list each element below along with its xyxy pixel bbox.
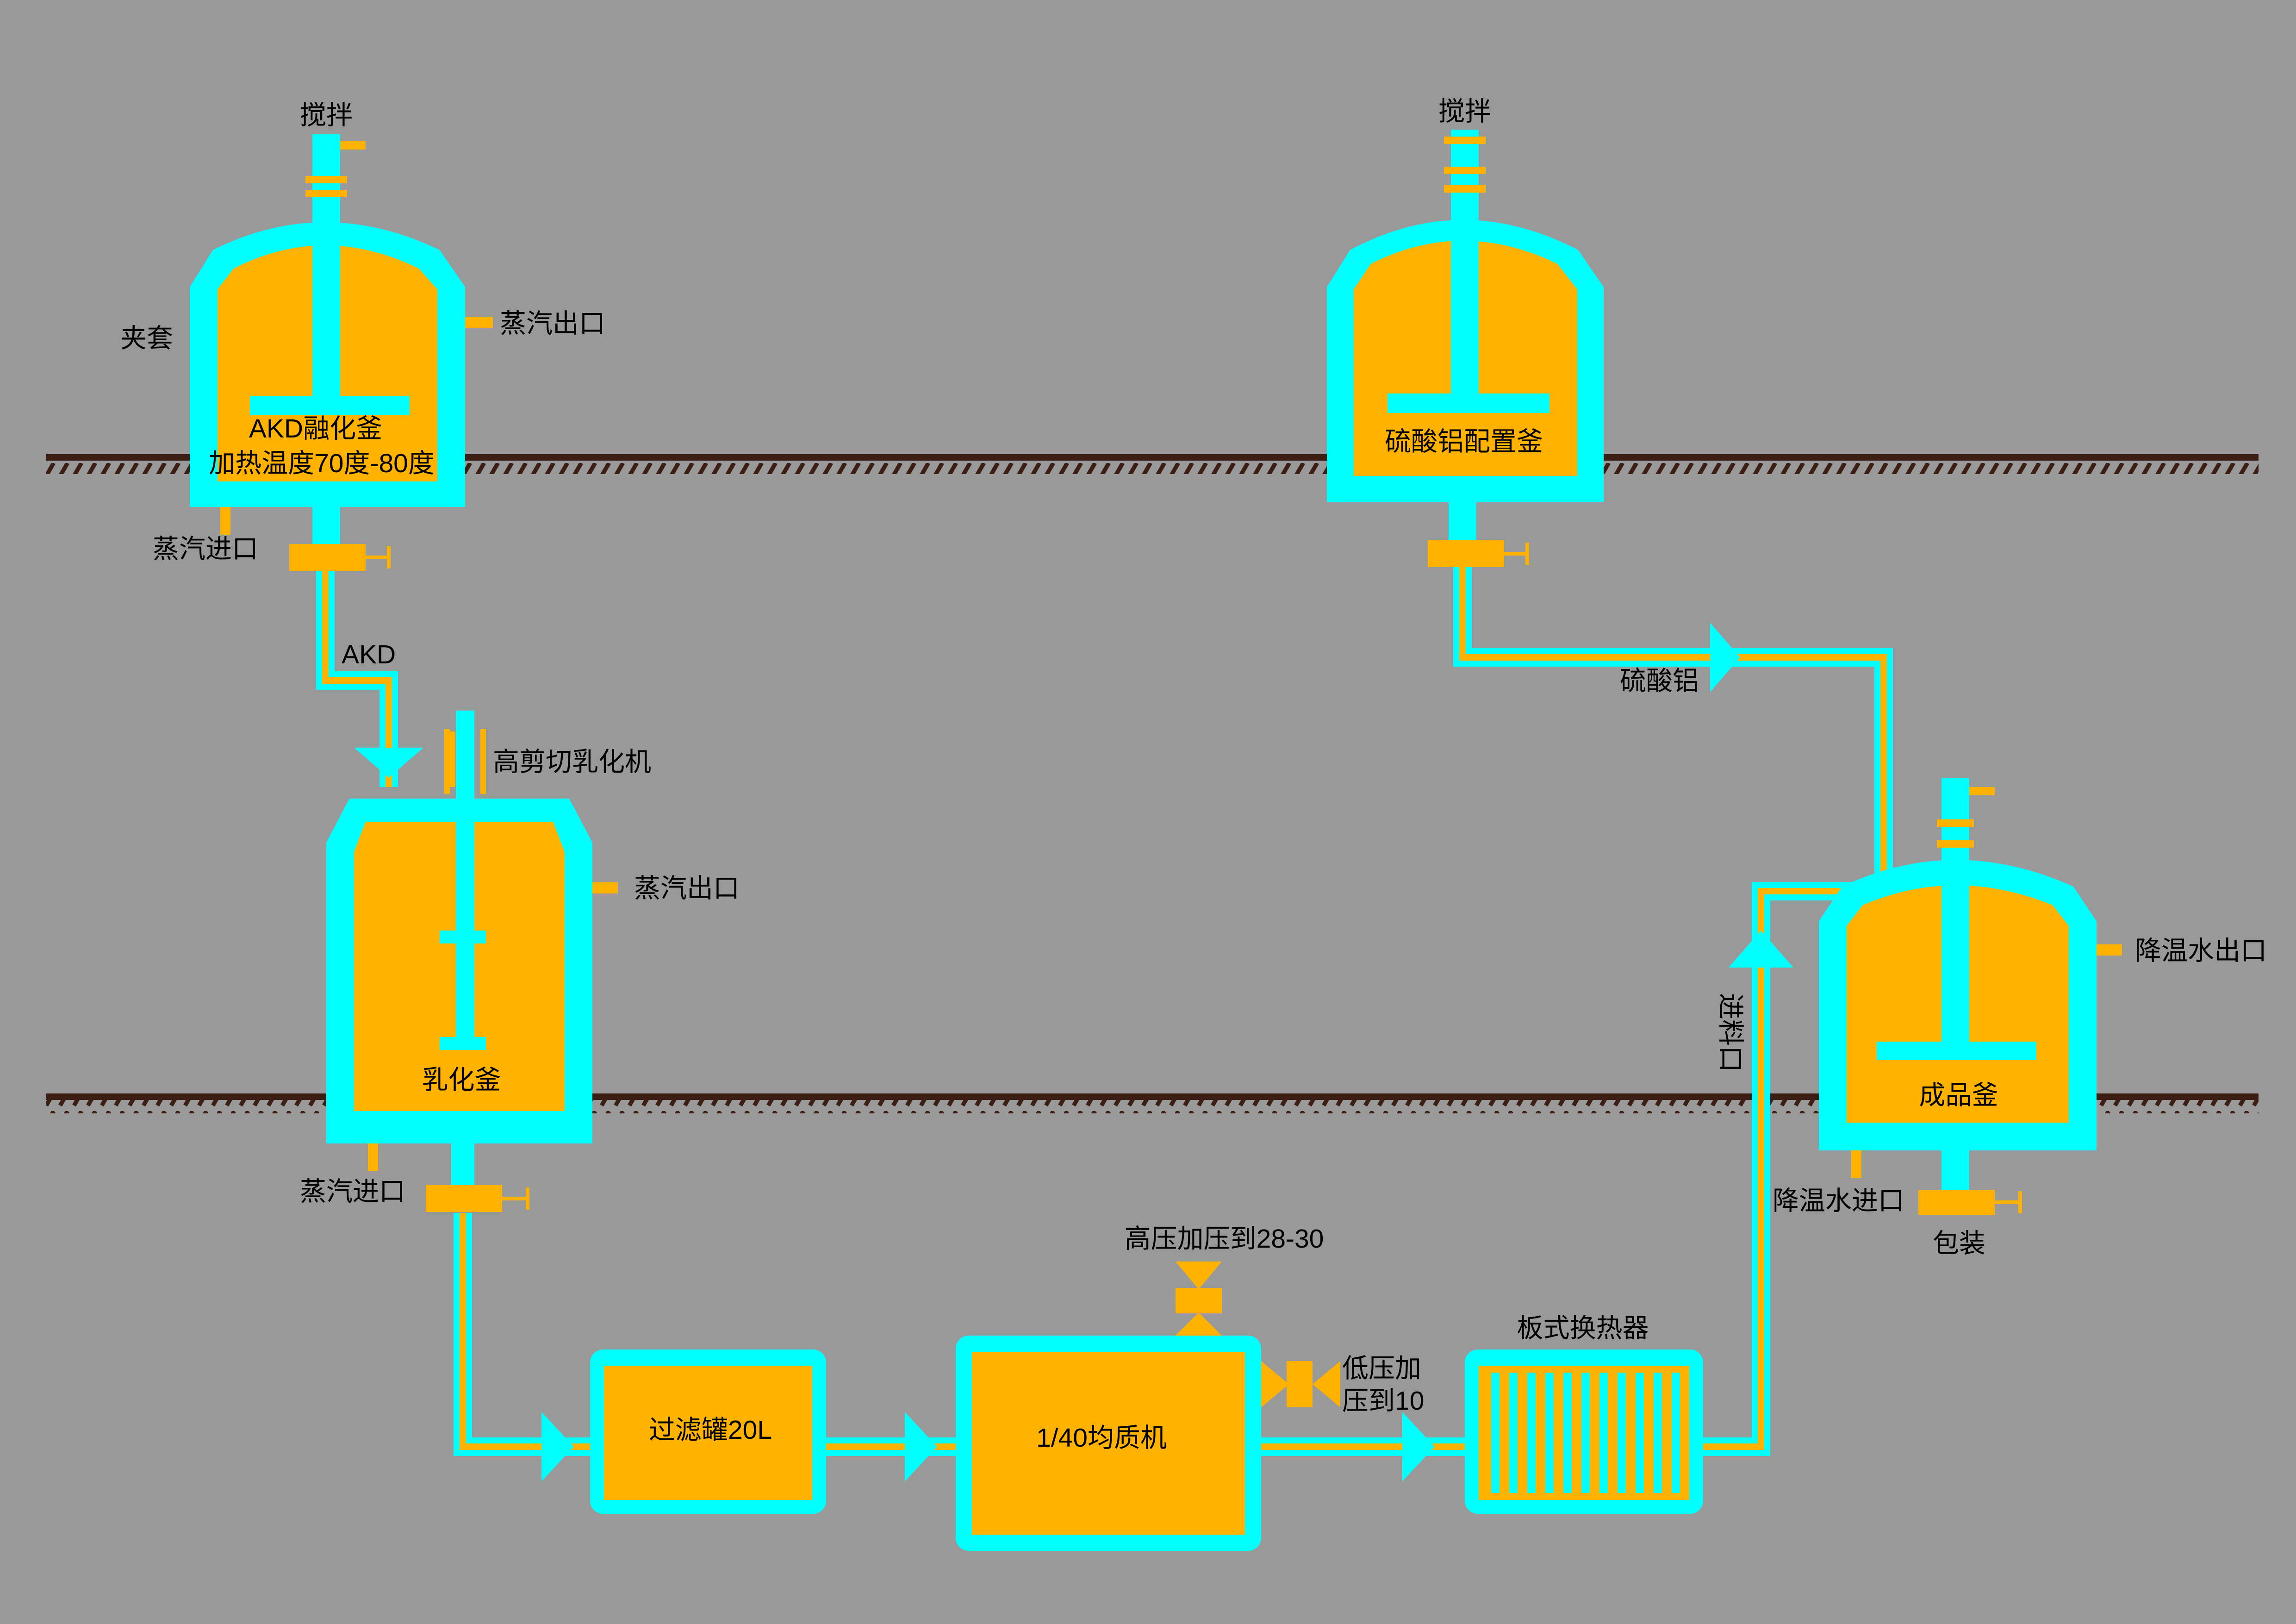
flow-arrow-icon [354, 748, 423, 778]
flow-arrow-icon [905, 1412, 937, 1481]
vessel-name: 成品釜 [1919, 1081, 1998, 1110]
flow-arrow-icon [1729, 931, 1793, 968]
valve-icon[interactable] [289, 544, 391, 571]
steam-outlet-label: 蒸汽出口 [634, 874, 740, 903]
feed-inlet-label: 进料口 [1716, 993, 1745, 1072]
stir-label: 搅拌 [300, 100, 353, 130]
cooling-water-inlet-label: 降温水进口 [1773, 1186, 1904, 1216]
steam-outlet-label: 蒸汽出口 [500, 309, 605, 338]
vessel-name: 乳化釜 [422, 1065, 501, 1095]
akd-melting-vessel [190, 134, 493, 551]
flow-arrow-icon [1402, 1412, 1435, 1481]
valve-icon[interactable] [1428, 540, 1529, 567]
jacket-label: 夹套 [120, 324, 173, 353]
pressure-valve-icon[interactable] [1176, 1262, 1222, 1336]
low-pressure-label: 压到10 [1342, 1386, 1424, 1416]
flow-arrow-icon [1710, 623, 1740, 692]
vessel-name: AKD融化釜 [249, 414, 382, 443]
valve-icon[interactable] [1918, 1190, 2022, 1215]
cooling-water-outlet-label: 降温水出口 [2135, 936, 2267, 966]
steam-inlet-label: 蒸汽进口 [153, 534, 258, 564]
equipment-name: 过滤罐20L [649, 1415, 772, 1445]
pipe-alum-to-finished [1453, 567, 1893, 884]
akd-flow-label: AKD [342, 640, 396, 669]
filter-tank [590, 1349, 826, 1514]
low-pressure-label: 低压加 [1342, 1354, 1421, 1383]
alum-mixing-vessel [1327, 130, 1604, 549]
steam-inlet-label: 蒸汽进口 [300, 1177, 405, 1206]
packaging-label: 包装 [1933, 1229, 1985, 1258]
vessel-subtitle: 加热温度70度-80度 [209, 449, 435, 478]
homogenizer [956, 1336, 1261, 1551]
high-pressure-label: 高压加压到28-30 [1125, 1224, 1324, 1254]
valve-icon[interactable] [426, 1185, 529, 1212]
equipment-name: 1/40均质机 [1036, 1423, 1167, 1453]
pressure-valve-icon[interactable] [1261, 1361, 1340, 1407]
pipe-emulsifier-to-filter [454, 1213, 597, 1456]
vessel-name: 硫酸铝配置釜 [1385, 427, 1543, 456]
flow-arrow-icon [541, 1412, 574, 1481]
alum-flow-label: 硫酸铝 [1620, 666, 1699, 696]
equipment-name: 板式换热器 [1517, 1313, 1649, 1343]
emulsifying-vessel [326, 711, 618, 1187]
pipe-exchanger-to-finished [1701, 882, 1860, 1456]
high-shear-label: 高剪切乳化机 [493, 747, 651, 777]
plate-heat-exchanger [1465, 1349, 1703, 1514]
finished-product-vessel [1819, 778, 2122, 1190]
pipe-akd-to-emulsifier [316, 567, 398, 787]
stir-label: 搅拌 [1438, 97, 1491, 126]
